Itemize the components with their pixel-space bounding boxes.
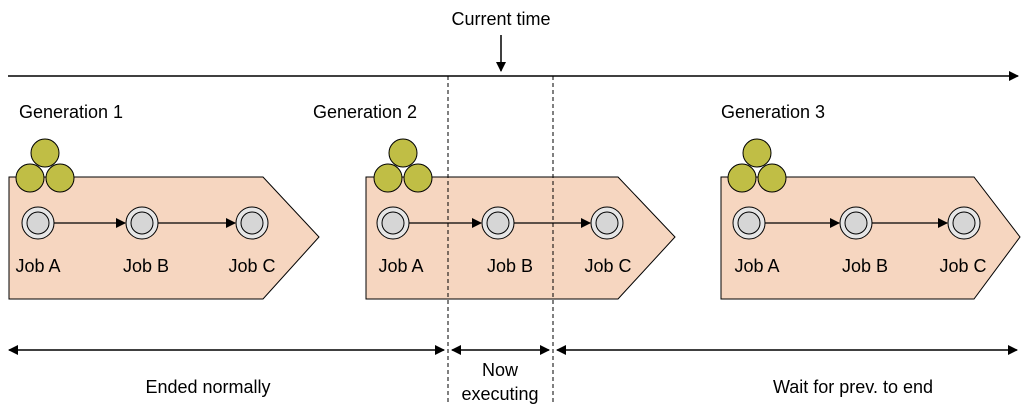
wait-for-prev-label: Wait for prev. to end	[773, 377, 933, 397]
generation-1-jobnet-shape	[8, 176, 320, 300]
now-executing-label-line1: Now	[482, 360, 519, 380]
generation-2-job-c-icon	[590, 206, 624, 240]
generation-2-jobnet-shape	[365, 176, 676, 300]
generation-2-job-a-icon	[376, 206, 410, 240]
generation-1-job-b-label: Job B	[123, 256, 169, 276]
generation-3-job-b-icon	[839, 206, 873, 240]
generation-3-jobnet-shape	[720, 176, 1021, 300]
now-executing-label-line2: executing	[461, 384, 538, 404]
generation-1-label: Generation 1	[19, 102, 123, 122]
generation-3-job-c-icon	[947, 206, 981, 240]
generation-1: Generation 1 Job A Job B Job C	[8, 102, 320, 300]
generation-2-job-c-label: Job C	[584, 256, 631, 276]
generation-3-instance-icon	[727, 138, 787, 193]
generation-1-job-b-icon	[125, 206, 159, 240]
generation-2: Generation 2 Job A Job B Job C	[313, 102, 676, 300]
generation-3-job-c-label: Job C	[939, 256, 986, 276]
generation-1-job-a-label: Job A	[15, 256, 60, 276]
generation-2-job-a-label: Job A	[378, 256, 423, 276]
generation-3-job-a-icon	[732, 206, 766, 240]
generation-1-instance-icon	[15, 138, 75, 193]
generation-3-job-a-label: Job A	[734, 256, 779, 276]
generation-1-job-c-label: Job C	[228, 256, 275, 276]
generation-2-instance-icon	[373, 138, 433, 193]
generation-2-job-b-label: Job B	[487, 256, 533, 276]
generation-3-job-b-label: Job B	[842, 256, 888, 276]
ended-normally-label: Ended normally	[145, 377, 270, 397]
generation-3-label: Generation 3	[721, 102, 825, 122]
generation-1-job-a-icon	[21, 206, 55, 240]
generation-3: Generation 3 Job A Job B Job C	[720, 102, 1021, 300]
generation-2-job-b-icon	[481, 206, 515, 240]
generation-1-job-c-icon	[235, 206, 269, 240]
generation-2-label: Generation 2	[313, 102, 417, 122]
current-time-label: Current time	[451, 9, 550, 29]
